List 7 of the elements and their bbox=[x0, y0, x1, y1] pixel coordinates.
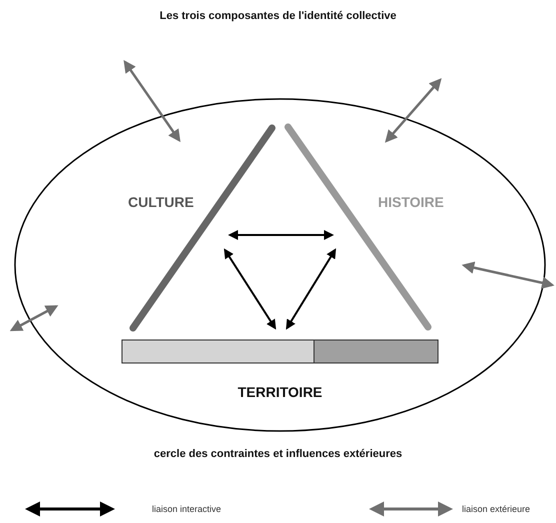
legend-text: liaison extérieure bbox=[462, 503, 530, 516]
diagram-title: Les trois composantes de l'identité collective bbox=[158, 9, 398, 24]
legend-text: liaison interactive bbox=[152, 503, 222, 516]
component-label: HISTOIRE bbox=[378, 193, 444, 212]
ellipse-caption: cercle des contraintes et influences extérieures bbox=[152, 447, 404, 462]
component-label: CULTURE bbox=[128, 193, 194, 212]
component-label: TERRITOIRE bbox=[236, 383, 324, 402]
